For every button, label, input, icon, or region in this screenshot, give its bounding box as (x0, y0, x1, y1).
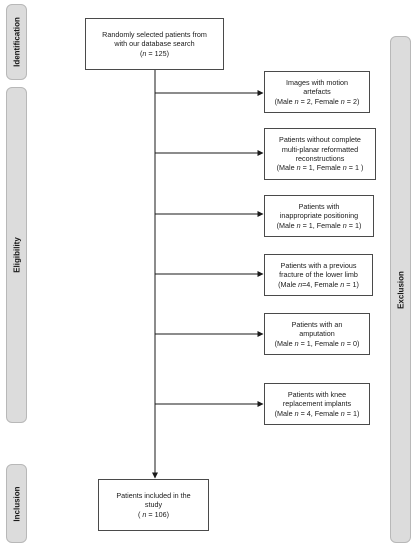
start-line-2: with our database search (114, 39, 195, 49)
positioning-counts: (Male n = 1, Female n = 1) (276, 220, 362, 230)
start-line-1: Randomly selected patients from (102, 30, 207, 40)
inclusion-stage: Inclusion (6, 464, 27, 543)
knee-counts: (Male n = 4, Female n = 1) (274, 408, 360, 418)
previous-fracture-box: Patients with a previous fracture of the… (264, 254, 373, 296)
included-box: Patients included in the study ( n = 106… (98, 479, 209, 531)
amputation-box: Patients with an amputation (Male n = 1,… (264, 313, 370, 355)
incomplete-mpr-box: Patients without complete multi-planar r… (264, 128, 376, 180)
positioning-box: Patients with inappropriate positioning … (264, 195, 374, 237)
identification-stage: Identification (6, 4, 27, 80)
start-box: Randomly selected patients from with our… (85, 18, 224, 70)
fracture-counts: (Male n=4, Female n = 1) (278, 279, 359, 289)
motion-counts: (Male n = 2, Female n = 2) (274, 96, 360, 106)
mpr-counts: (Male n = 1, Female n = 1 ) (276, 163, 364, 173)
exclusion-stage: Exclusion (390, 36, 411, 543)
start-count: (n = 125) (140, 48, 169, 58)
motion-artefacts-box: Images with motion artefacts (Male n = 2… (264, 71, 370, 113)
eligibility-stage: Eligibility (6, 87, 27, 423)
knee-replacement-box: Patients with knee replacement implants … (264, 383, 370, 425)
included-count: ( n = 106) (138, 509, 169, 519)
amputation-counts: (Male n = 1, Female n = 0) (274, 338, 360, 348)
